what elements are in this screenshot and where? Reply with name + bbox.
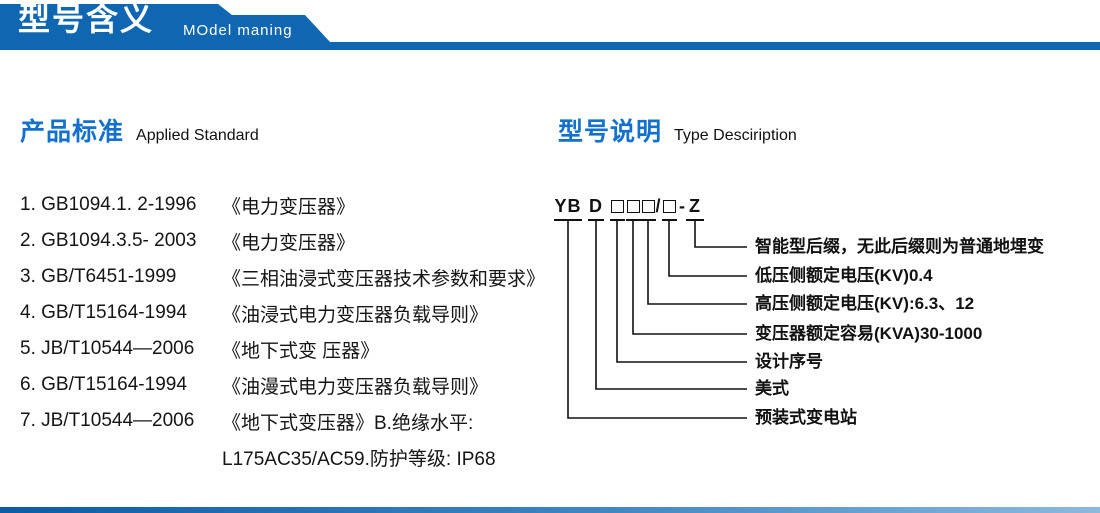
applied-standard-heading-en: Applied Standard: [136, 127, 259, 144]
model-code-diagram: YB D / - Z 智能型后缀，无此后缀则为普通地埋变 低压侧额定电压(KV)…: [550, 185, 1098, 455]
page-title: 型号含义: [18, 1, 155, 37]
standard-code: 1. GB1094.1. 2-1996: [20, 194, 197, 215]
applied-standard-heading: 产品标准 Applied Standard: [20, 112, 259, 148]
standard-title: L175AC35/AC59.防护等级: IP68: [222, 448, 496, 470]
label-design-serial: 设计序号: [755, 352, 823, 371]
list-item: 4. GB/T15164-1994 《油浸式电力变压器负载导则》: [20, 295, 550, 331]
type-description-heading: 型号说明 Type Desciription: [558, 112, 797, 148]
standard-code: 5. JB/T10544—2006: [20, 338, 195, 359]
standard-title: 《三相油浸式变压器技术参数和要求》: [222, 268, 546, 290]
model-code-suffix: Z: [686, 193, 704, 221]
footer-bar: [0, 507, 1100, 513]
page-title-english: MOdel maning: [183, 22, 293, 39]
applied-standard-heading-cn: 产品标准: [20, 118, 125, 146]
type-description-heading-cn: 型号说明: [558, 118, 663, 146]
model-box-2: [626, 193, 641, 221]
standard-code: 2. GB1094.3.5- 2003: [20, 230, 197, 251]
header-banner: [0, 4, 1100, 50]
standard-code: 3. GB/T6451-1999: [20, 266, 177, 287]
model-box-3: [641, 193, 656, 221]
model-code-slash: /: [655, 195, 662, 216]
label-american-style: 美式: [755, 379, 789, 398]
standard-code: 7. JB/T10544—2006: [20, 410, 195, 431]
standard-title: 《电力变压器》: [222, 196, 356, 218]
placeholder-box-icon: [663, 199, 676, 213]
standard-code: 4. GB/T15164-1994: [20, 302, 187, 323]
model-code-series: D: [588, 193, 604, 221]
standard-title: 《油漫式电力变压器负载导则》: [222, 376, 489, 398]
placeholder-box-icon: [611, 199, 624, 213]
model-box-1: [610, 193, 625, 221]
standard-title: 《油浸式电力变压器负载导则》: [222, 304, 489, 326]
label-rated-capacity: 变压器额定容易(KVA)30-1000: [755, 324, 983, 343]
connector-lines: [567, 219, 747, 419]
standard-code: 6. GB/T15164-1994: [20, 374, 187, 395]
placeholder-box-icon: [642, 199, 655, 213]
type-description-heading-en: Type Desciription: [674, 127, 797, 144]
list-item: L175AC35/AC59.防护等级: IP68: [20, 439, 550, 475]
standard-title: 《地下式变压器》B.绝缘水平:: [222, 412, 474, 434]
model-code-prefix: YB: [554, 193, 582, 221]
list-item: 6. GB/T15164-1994 《油漫式电力变压器负载导则》: [20, 367, 550, 403]
standard-title: 《电力变压器》: [222, 232, 356, 254]
label-prefab-substation: 预装式变电站: [755, 408, 857, 427]
list-item: 2. GB1094.3.5- 2003 《电力变压器》: [20, 223, 550, 259]
model-code-dash: -: [679, 195, 686, 216]
label-hv-rated-voltage: 高压侧额定电压(KV):6.3、12: [755, 294, 975, 313]
label-lv-rated-voltage: 低压侧额定电压(KV)0.4: [755, 266, 933, 285]
list-item: 1. GB1094.1. 2-1996 《电力变压器》: [20, 187, 550, 223]
list-item: 7. JB/T10544—2006 《地下式变压器》B.绝缘水平:: [20, 403, 550, 439]
placeholder-box-icon: [627, 199, 640, 213]
list-item: 5. JB/T10544—2006 《地下式变 压器》: [20, 331, 550, 367]
model-box-4: [662, 193, 677, 221]
standards-list: 1. GB1094.1. 2-1996 《电力变压器》 2. GB1094.3.…: [20, 187, 550, 475]
label-smart-suffix: 智能型后缀，无此后缀则为普通地埋变: [755, 237, 1044, 256]
list-item: 3. GB/T6451-1999 《三相油浸式变压器技术参数和要求》: [20, 259, 550, 295]
standard-title: 《地下式变 压器》: [222, 340, 380, 362]
